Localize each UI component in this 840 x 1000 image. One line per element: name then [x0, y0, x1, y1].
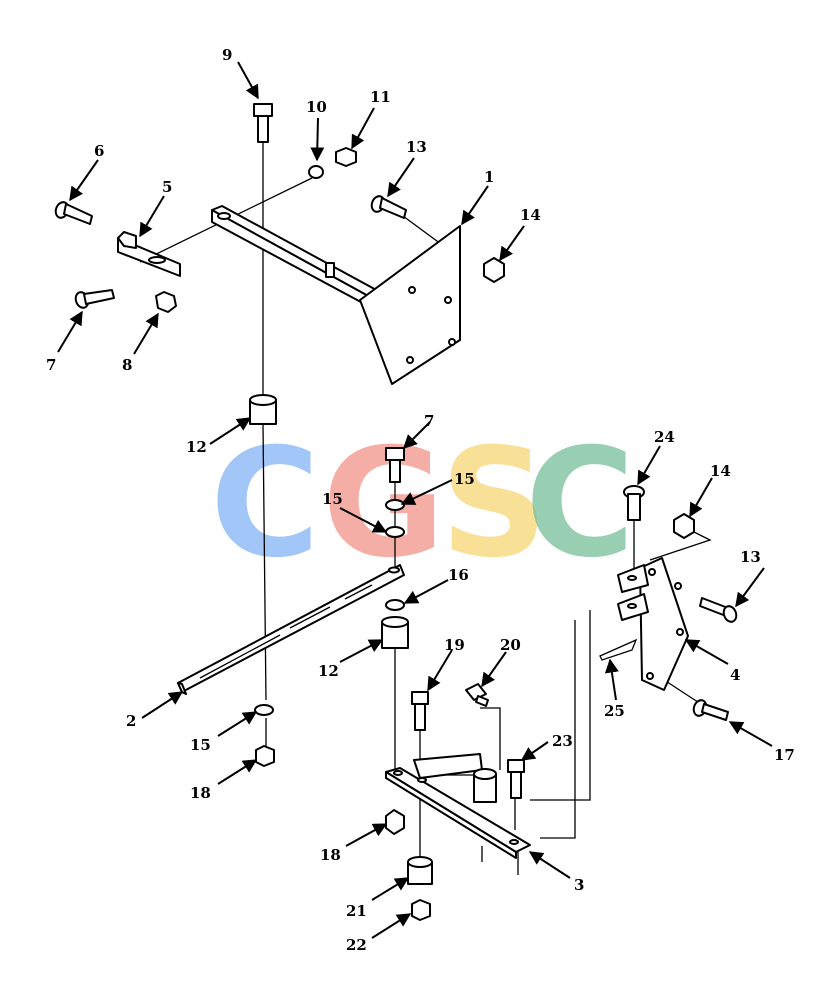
bolt-13-right [699, 597, 738, 623]
callout-12-lower: 12 [318, 662, 339, 680]
spacer-12-upper [249, 394, 277, 425]
nut-18-left [255, 745, 275, 767]
callout-21: 21 [346, 902, 367, 920]
callout-15-bottom: 15 [190, 736, 211, 754]
nut-18-lower [385, 809, 405, 835]
mounting-bracket-1 [211, 205, 461, 385]
callout-20: 20 [500, 636, 521, 654]
callout-7-center: 7 [424, 412, 434, 430]
spacer-21 [407, 856, 433, 885]
nut-11 [335, 147, 357, 167]
bolt-13-upper [370, 195, 407, 219]
washer-15-bottom [254, 704, 274, 716]
callout-7-upper: 7 [46, 356, 56, 374]
bolt-17 [692, 699, 729, 721]
hinge-bracket-4 [617, 557, 689, 691]
callout-15-right: 15 [454, 470, 475, 488]
bolt-6 [54, 201, 93, 225]
callout-6: 6 [94, 142, 104, 160]
callout-10: 10 [306, 98, 327, 116]
watermark-letter-s: S [440, 417, 548, 591]
base-bracket-3 [385, 753, 531, 859]
washer-10 [308, 165, 324, 179]
callout-25: 25 [604, 702, 625, 720]
callout-4: 4 [730, 666, 740, 684]
fitting-20 [465, 683, 489, 707]
bolt-7-center [385, 447, 405, 483]
callout-12-upper: 12 [186, 438, 207, 456]
nut-8 [155, 291, 177, 313]
callout-22: 22 [346, 936, 367, 954]
callout-23: 23 [552, 732, 573, 750]
callout-5: 5 [162, 178, 172, 196]
nut-22 [411, 899, 431, 921]
callout-13-right: 13 [740, 548, 761, 566]
washer-16 [385, 599, 405, 611]
watermark-letter-c2: C [525, 417, 635, 591]
bolt-19 [411, 691, 429, 731]
cotter-pin-25 [599, 638, 638, 661]
watermark: C G S C [210, 417, 635, 591]
callout-24: 24 [654, 428, 675, 446]
callout-14-right: 14 [710, 462, 731, 480]
bolt-9 [253, 103, 273, 143]
nut-14-right [673, 513, 695, 539]
washer-15-upper [385, 499, 405, 511]
callout-17: 17 [774, 746, 795, 764]
callout-11: 11 [370, 88, 391, 106]
callout-19: 19 [444, 636, 465, 654]
callout-2: 2 [126, 712, 136, 730]
callout-18-lower: 18 [320, 846, 341, 864]
clip-bracket-5 [117, 231, 181, 277]
pin-24 [623, 485, 645, 521]
leader-arrows [57, 61, 773, 939]
callout-18-left: 18 [190, 784, 211, 802]
bolt-23 [507, 759, 525, 799]
slotted-strap-2 [177, 564, 405, 695]
callout-13-upper: 13 [406, 138, 427, 156]
watermark-letter-g: G [322, 417, 445, 591]
callout-1: 1 [484, 168, 494, 186]
spacer-12-lower [381, 616, 409, 649]
bolt-7-upper [74, 289, 115, 309]
callout-8: 8 [122, 356, 132, 374]
callout-labels: 9 10 11 6 5 13 1 14 7 8 12 7 15 15 16 12… [46, 46, 795, 954]
callout-16: 16 [448, 566, 469, 584]
nut-14-upper [483, 257, 505, 283]
callout-14-upper: 14 [520, 206, 541, 224]
callout-9: 9 [222, 46, 232, 64]
callout-3: 3 [574, 876, 584, 894]
callout-15-left: 15 [322, 490, 343, 508]
washer-15-lower [385, 526, 405, 538]
